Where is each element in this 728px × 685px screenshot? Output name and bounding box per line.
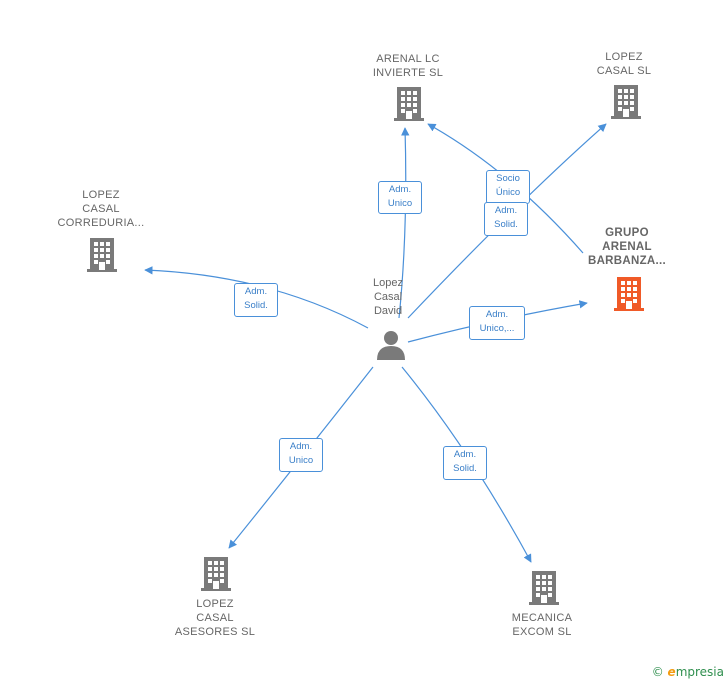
edge-label-line: Adm. [453,449,477,460]
person-label-line: Casal [373,291,403,303]
building-icon-lopez-casal-sl[interactable] [611,85,641,119]
person-label-line: Lopez [373,277,403,289]
company-label-line: BARBANZA... [587,255,667,267]
building-icon-correduria[interactable] [87,238,117,272]
company-label-grupo[interactable]: GRUPO ARENAL BARBANZA... [572,226,682,268]
company-label-line: CASAL [196,612,234,624]
company-label-line: MECANICA [511,612,573,624]
edge-label-line: Unico [288,455,314,466]
edge-label-mecanica[interactable]: Adm. Solid. [443,446,487,480]
edge-label-line: Solid. [453,463,477,474]
copyright-icon: © [651,665,664,679]
edge-line-arenal [398,127,410,319]
building-icon-asesores[interactable] [201,557,231,591]
edge-label-line: Solid. [494,219,518,230]
edge-label-line: Adm. [494,205,518,216]
person-icon[interactable] [375,330,407,360]
edge-label-line: Adm. [485,309,509,320]
company-label-asesores[interactable]: LOPEZ CASAL ASESORES SL [160,597,270,639]
edge-label-line: Adm. [244,286,268,297]
edge-label-grupo[interactable]: Adm. Unico,... [469,306,525,340]
company-label-line: LOPEZ [605,51,643,63]
edge-label-line: Unico,... [479,323,515,334]
edge-label-line: Adm. [289,441,313,452]
brand-logo-text: mpresia [675,665,724,679]
edge-label-arenal[interactable]: Adm. Unico [378,181,422,214]
company-label-lopez-casal-sl[interactable]: LOPEZ CASAL SL [569,50,679,78]
person-label-line: David [373,305,403,317]
brand-logo-letter: e [667,665,676,679]
company-label-line: ARENAL LC [376,53,440,65]
edge-label-line: Socio [496,173,520,184]
edge-label-solid-top[interactable]: Adm. Solid. [484,202,528,236]
edge-label-line: Adm. [388,184,412,195]
edge-label-socio[interactable]: Socio Único [486,170,530,204]
company-label-correduria[interactable]: LOPEZ CASAL CORREDURIA... [46,188,156,230]
building-icon-arenal[interactable] [394,87,424,121]
company-label-line: CASAL [82,203,120,215]
edge-label-line: Único [495,187,521,198]
company-label-mecanica[interactable]: MECANICA EXCOM SL [487,611,597,639]
person-label[interactable]: Lopez Casal David [358,276,418,318]
edge-label-asesores[interactable]: Adm. Unico [279,438,323,472]
company-label-line: ARENAL [602,241,652,253]
edge-label-correduria[interactable]: Adm. Solid. [234,283,278,317]
company-label-line: ASESORES SL [174,626,256,638]
edge-label-line: Unico [387,198,413,209]
building-icon-grupo[interactable] [614,277,644,311]
company-label-line: EXCOM SL [512,626,572,638]
edge-label-line: Solid. [244,300,268,311]
building-icon-mecanica[interactable] [529,571,559,605]
company-label-line: CORREDURIA... [57,217,145,229]
company-label-line: LOPEZ [82,189,120,201]
company-label-line: INVIERTE SL [372,67,444,79]
company-label-line: LOPEZ [196,598,234,610]
company-label-line: CASAL SL [596,65,652,77]
company-label-arenal[interactable]: ARENAL LC INVIERTE SL [353,52,463,80]
company-label-line: GRUPO [605,227,649,239]
brand-footer[interactable]: © empresia [652,665,724,679]
